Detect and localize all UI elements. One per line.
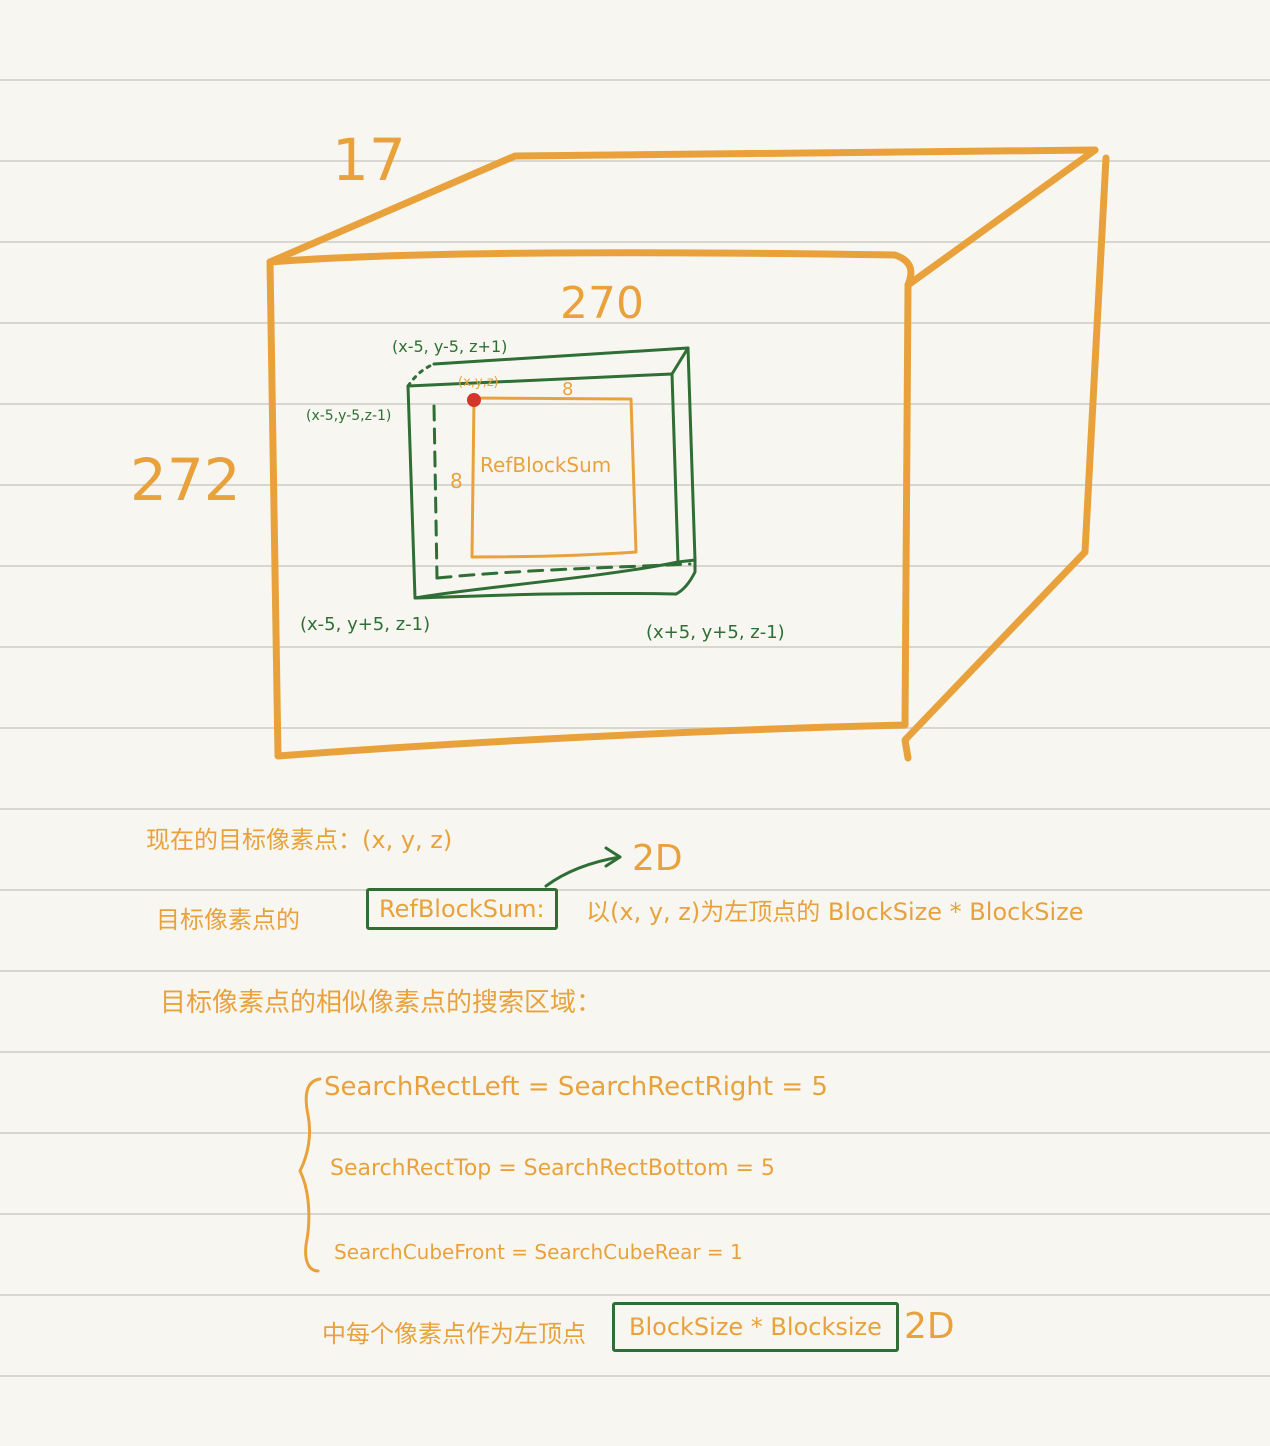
arrow-to-2d [544, 855, 622, 888]
corner-back-top-left: (x-5, y-5, z+1) [392, 337, 507, 356]
dim-depth: 17 [332, 126, 406, 194]
note-last-prefix: 中每个像素点作为左顶点 [322, 1320, 586, 1348]
ref-block [470, 396, 638, 559]
corner-front-bottom-left: (x-5, y+5, z-1) [300, 614, 430, 635]
search-rect-top-bottom: SearchRectTop = SearchRectBottom = 5 [330, 1156, 775, 1181]
target-pixel-dot [467, 393, 481, 407]
brace-icon [298, 1077, 322, 1273]
note-line2-prefix: 目标像素点的 [156, 906, 300, 934]
search-cube-connector-bl [413, 591, 678, 600]
search-cube-connector-tl [406, 362, 436, 388]
dim-width: 270 [560, 278, 644, 329]
cube-front-face [266, 249, 915, 760]
search-cube-front-rear: SearchCubeFront = SearchCubeRear = 1 [334, 1240, 743, 1264]
arrow-head [604, 846, 622, 868]
corner-front-bottom-right: (x+5, y+5, z-1) [646, 622, 785, 643]
ref-block-label: RefBlockSum [480, 453, 611, 477]
cube-bottom-right-edge [901, 548, 1089, 762]
search-cube-hidden-bottom [435, 562, 692, 580]
corner-front-top-left: (x-5,y-5,z-1) [306, 408, 391, 424]
note-line1: 现在的目标像素点：(x, y, z) [146, 826, 453, 854]
cube-right-edge-top [904, 146, 1099, 289]
dim-height: 272 [130, 446, 241, 514]
note-line3: 目标像素点的相似像素点的搜索区域： [160, 988, 603, 1018]
search-cube-front [406, 372, 680, 600]
note-line2-box: RefBlockSum: [366, 888, 558, 930]
ref-block-size-left: 8 [450, 469, 463, 493]
search-rect-left-right: SearchRectLeft = SearchRectRight = 5 [324, 1072, 828, 1102]
note-last-box: BlockSize * Blocksize [612, 1302, 899, 1352]
search-cube-connector-br [674, 558, 697, 596]
arrow-2d-label: 2D [632, 838, 683, 879]
note-line2-suffix: 以(x, y, z)为左顶点的 BlockSize * BlockSize [586, 898, 1084, 926]
ref-block-size-top: 8 [562, 379, 573, 400]
cube-back-right-edge [1081, 154, 1110, 556]
search-cube-connector-tr [670, 346, 690, 376]
ref-block-origin: (x,y,z) [458, 375, 499, 390]
cube-top-face [266, 146, 1099, 266]
search-cube-hidden-left [432, 404, 439, 580]
note-last-2d: 2D [904, 1306, 955, 1347]
